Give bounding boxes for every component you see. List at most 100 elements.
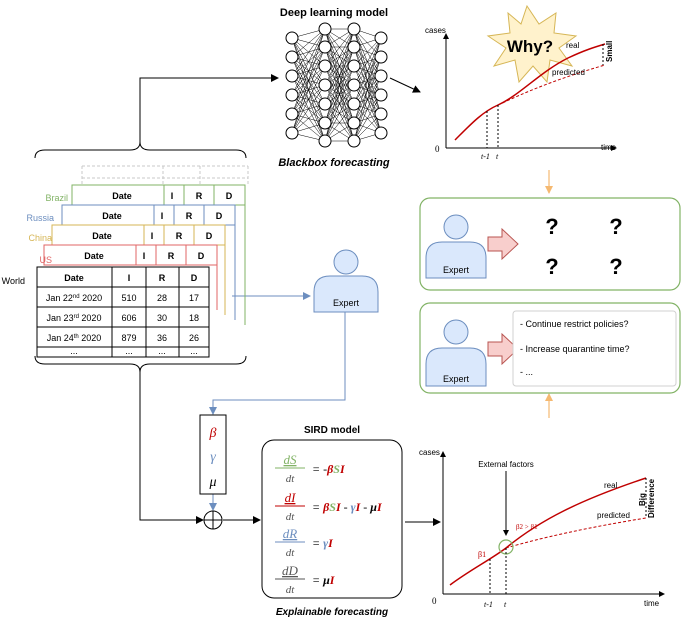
expert-bottom-arrow-icon — [487, 332, 519, 366]
explainable-y-label: cases — [419, 448, 440, 457]
nn-node — [347, 97, 361, 111]
param-gamma: γ — [210, 450, 216, 465]
dl-to-chart-arrow — [389, 77, 421, 93]
table-header-cell: Date — [92, 231, 112, 241]
nn-node — [347, 134, 361, 148]
world-value-cell: 17 — [189, 293, 199, 303]
blackbox-gap-label: Small — [605, 41, 614, 62]
blackbox-real-label: real — [566, 41, 580, 50]
param-beta: β — [209, 426, 217, 441]
expert-bottom-body — [425, 347, 487, 387]
nn-node — [318, 97, 332, 111]
world-header-cell: D — [191, 273, 198, 283]
world-header-cell: R — [159, 273, 166, 283]
table-header-cell: Date — [112, 191, 132, 201]
beta2-relation-label: β2 > β1 — [516, 523, 538, 531]
country-label: Russia — [26, 213, 54, 223]
expert-middle-head — [333, 249, 359, 275]
blackbox-origin: 0 — [435, 144, 440, 154]
expert-middle: Expert — [313, 249, 379, 313]
explainable-predicted-curve — [505, 517, 647, 549]
nn-node — [347, 59, 361, 73]
nn-node — [285, 31, 299, 45]
world-value-cell: 26 — [189, 333, 199, 343]
blackbox-t: t — [496, 152, 499, 161]
suggestion-item: - Continue restrict policies? — [520, 319, 629, 329]
explainable-chart: cases time 0 External factors real predi… — [419, 448, 665, 609]
external-factors-label: External factors — [478, 460, 534, 469]
nn-node — [285, 69, 299, 83]
world-ellipsis-cell: ... — [158, 346, 166, 356]
top-brace — [34, 141, 247, 159]
world-header-cell: Date — [64, 273, 84, 283]
table-header-cell: Date — [102, 211, 122, 221]
nn-node — [285, 50, 299, 64]
nn-connection — [291, 28, 326, 115]
ghost-table — [81, 165, 249, 185]
nn-connection — [353, 37, 382, 86]
connectors — [34, 74, 553, 526]
world-date-cell: Jan 24th 2020 — [47, 333, 102, 343]
table-header-cell: Date — [84, 251, 104, 261]
nn-node — [318, 59, 332, 73]
nn-node — [318, 116, 332, 130]
beta1-label: β1 — [478, 550, 486, 559]
suggestion-item: - ... — [520, 367, 533, 377]
nn-node — [318, 134, 332, 148]
world-date-cell: Jan 22nd 2020 — [46, 293, 102, 303]
sird-title: SIRD model — [304, 425, 360, 436]
nn-connection — [291, 28, 326, 77]
sird-frame — [261, 439, 403, 599]
world-date-cell: Jan 23rd 2020 — [47, 313, 102, 323]
world-value-cell: 30 — [157, 313, 167, 323]
nn-connection — [324, 28, 355, 105]
world-ellipsis-cell: ... — [190, 346, 198, 356]
neural-network-icon — [285, 22, 388, 148]
blackbox-y-label: cases — [425, 26, 446, 35]
country-label: US — [39, 255, 52, 265]
equation-rhs: = -βSI — [312, 462, 346, 476]
nn-connection — [291, 28, 326, 58]
equation-denominator: dt — [286, 511, 296, 523]
blackbox-chart: cases time 0 Why? real predicted Small t… — [425, 4, 617, 161]
table-header-row — [71, 184, 246, 206]
table-header-cell: D — [216, 211, 223, 221]
blackbox-caption: Blackbox forecasting — [278, 157, 390, 169]
question-mark: ? — [545, 254, 558, 279]
nn-connection — [353, 37, 382, 105]
table-header-cell: R — [168, 251, 175, 261]
parameter-box: β γ μ — [199, 414, 227, 530]
table-header-cell: R — [186, 211, 193, 221]
nn-connection — [291, 28, 326, 96]
question-mark: ? — [609, 254, 622, 279]
deep-learning-model: Deep learning model Blackbox forecasting — [278, 7, 390, 169]
table-header-cell: R — [176, 231, 183, 241]
why-star — [486, 4, 578, 84]
nn-connection — [291, 103, 326, 134]
explainable-origin: 0 — [432, 596, 437, 606]
equation-rhs: = βSI - γI - μI — [312, 500, 383, 514]
world-header-cell: I — [128, 273, 131, 283]
equation-rhs: = γI — [312, 536, 334, 550]
suggestion-list-box — [512, 310, 677, 387]
nn-connection — [324, 84, 355, 142]
data-to-dl-arrow — [139, 74, 279, 142]
nn-node — [374, 126, 388, 140]
expert-middle-body — [313, 275, 379, 313]
nn-node — [318, 78, 332, 92]
nn-node — [374, 31, 388, 45]
table-header-cell: D — [198, 251, 205, 261]
nn-connection — [353, 94, 382, 142]
explainable-gap-label-2: Difference — [647, 478, 656, 518]
equation-numerator: dD — [282, 563, 299, 578]
explainable-x-label: time — [644, 599, 660, 608]
nn-node — [285, 126, 299, 140]
nn-node — [374, 107, 388, 121]
world-ellipsis-cell: ... — [70, 346, 78, 356]
equation-numerator: dR — [283, 526, 298, 541]
